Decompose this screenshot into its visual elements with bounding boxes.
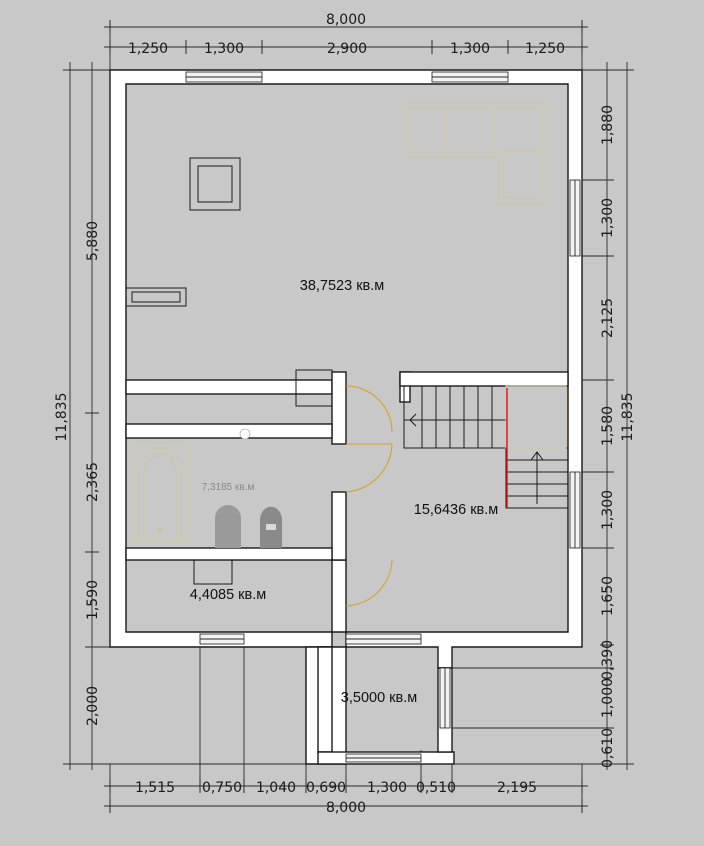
sofa xyxy=(403,101,547,205)
dim-bottom-total: 8,000 xyxy=(326,800,366,816)
dim-top-1: 1,250 xyxy=(128,41,168,57)
room-area-living: 38,7523 кв.м xyxy=(300,278,385,294)
dim-top-4: 1,300 xyxy=(450,41,490,57)
dim-top-5: 1,250 xyxy=(525,41,565,57)
room-area-hall: 15,6436 кв.м xyxy=(414,502,499,518)
dim-right-9: 0,610 xyxy=(600,728,616,768)
dim-right-5: 1,300 xyxy=(600,490,616,530)
walls xyxy=(109,69,583,765)
dim-bottom-6: 0,510 xyxy=(416,780,456,796)
room-area-utility: 4,4085 кв.м xyxy=(190,587,266,603)
room-area-porch: 3,5000 кв.м xyxy=(341,690,417,706)
dim-top-total: 8,000 xyxy=(326,12,366,28)
dim-bottom-4: 0,690 xyxy=(306,780,346,796)
dim-left-total: 11,835 xyxy=(54,393,70,442)
dim-left-4: 2,000 xyxy=(85,686,101,726)
dim-bottom-3: 1,040 xyxy=(256,780,296,796)
dim-bottom-5: 1,300 xyxy=(367,780,407,796)
dim-right-3: 2,125 xyxy=(600,298,616,338)
dim-bottom-7: 2,195 xyxy=(497,780,537,796)
dimension-lines xyxy=(63,20,634,813)
windows xyxy=(185,71,581,763)
dimension-labels: 8,000 1,250 1,300 2,900 1,300 1,250 1,51… xyxy=(54,12,636,816)
doors xyxy=(345,385,393,607)
dim-top-2: 1,300 xyxy=(204,41,244,57)
dim-right-2: 1,300 xyxy=(600,198,616,238)
dim-right-7: 0,390 xyxy=(600,640,616,680)
dim-right-6: 1,650 xyxy=(600,576,616,616)
room-area-bathroom: 7,3185 кв.м xyxy=(202,482,255,493)
dim-right-8: 1,000 xyxy=(600,678,616,718)
dim-right-total: 11,835 xyxy=(620,393,636,442)
dim-left-2: 2,365 xyxy=(85,462,101,502)
dim-right-1: 1,880 xyxy=(600,105,616,145)
dim-bottom-1: 1,515 xyxy=(135,780,175,796)
bathroom-fixtures xyxy=(131,428,282,548)
dim-top-3: 2,900 xyxy=(327,41,367,57)
dim-left-1: 5,880 xyxy=(85,221,101,261)
dim-left-3: 1,590 xyxy=(85,580,101,620)
staircase xyxy=(403,385,569,509)
dim-right-4: 1,580 xyxy=(600,406,616,446)
room-labels: 38,7523 кв.м 7,3185 кв.м 15,6436 кв.м 4,… xyxy=(190,278,498,706)
dim-bottom-2: 0,750 xyxy=(202,780,242,796)
